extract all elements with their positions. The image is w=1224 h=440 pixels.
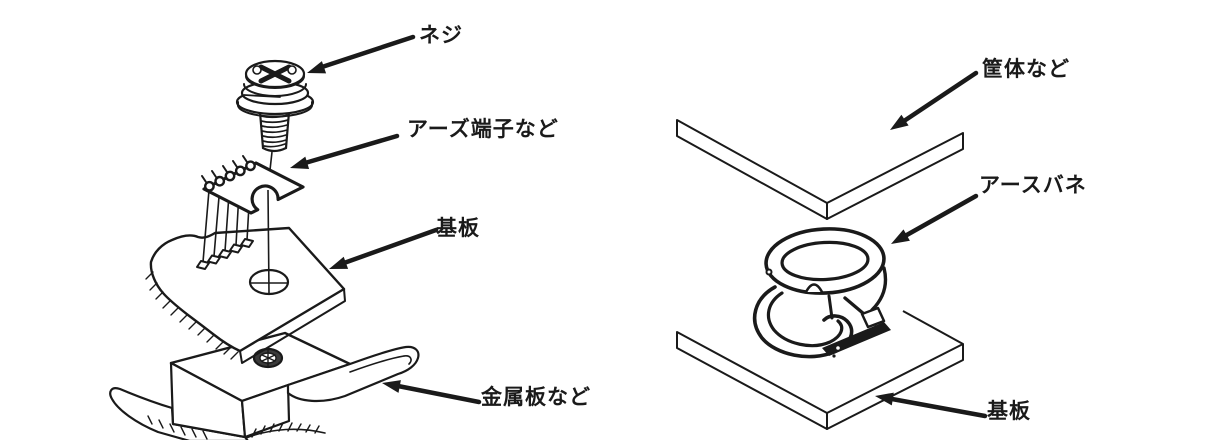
label-chassis: 筐体など <box>982 58 1070 81</box>
label-screw: ネジ <box>419 24 463 47</box>
arrow-to-metal-plate <box>382 380 482 405</box>
earth-terminal-illustration <box>201 155 305 215</box>
chassis-plate-illustration <box>676 119 964 220</box>
arrow-to-board-right <box>875 392 988 419</box>
label-metal-plate: 金属板など <box>481 386 591 409</box>
annotation-arrows <box>290 34 988 419</box>
arrow-to-screw <box>307 34 416 74</box>
arrow-to-terminal <box>290 133 400 169</box>
arrow-to-board-left <box>329 227 439 269</box>
arrow-to-spring <box>891 193 979 244</box>
circuit-board-illustration <box>145 226 346 364</box>
label-board-left: 基板 <box>436 217 480 240</box>
center-axis-line <box>267 151 273 294</box>
pin-header-illustration <box>196 169 254 270</box>
board-plate-illustration <box>676 310 964 430</box>
metal-bracket-illustration <box>109 331 420 440</box>
label-spring: アースバネ <box>979 174 1087 197</box>
label-terminal: アーズ端子など <box>407 118 559 141</box>
screw-illustration <box>235 59 315 153</box>
earth-spring-illustration <box>752 227 891 359</box>
arrow-to-chassis <box>890 70 979 130</box>
label-board-right: 基板 <box>987 400 1031 423</box>
